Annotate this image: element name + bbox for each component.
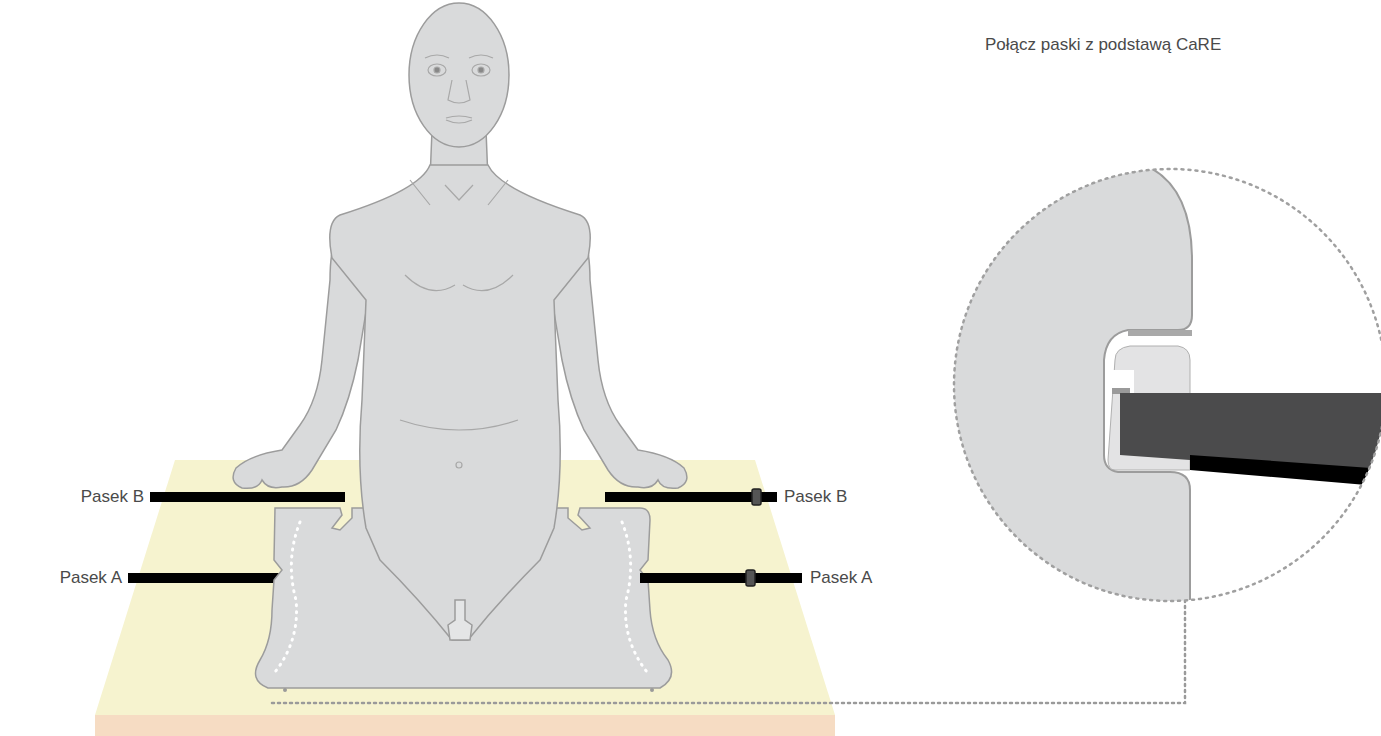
strap-a-right [640,573,802,583]
strap-b-left [150,492,345,502]
strap-label: Pasek A [810,567,950,589]
buckle [752,489,761,505]
zoom-inset [940,160,1381,620]
dotted-guide [275,522,300,672]
strap-label: Pasek B [20,486,144,508]
strap-label: Pasek B [784,486,924,508]
buckle [746,570,755,586]
zoom-circle [954,169,1381,601]
mannequin-details [400,55,518,468]
table-front [95,715,835,736]
strap-label: Pasek A [6,567,122,589]
leader-dot [285,688,652,692]
instruction-heading: Połącz paski z podstawą CaRE [985,34,1365,56]
strap-a-left [128,573,296,583]
dotted-guide [622,522,647,672]
mannequin [233,3,687,640]
strap-b-right [605,492,777,502]
